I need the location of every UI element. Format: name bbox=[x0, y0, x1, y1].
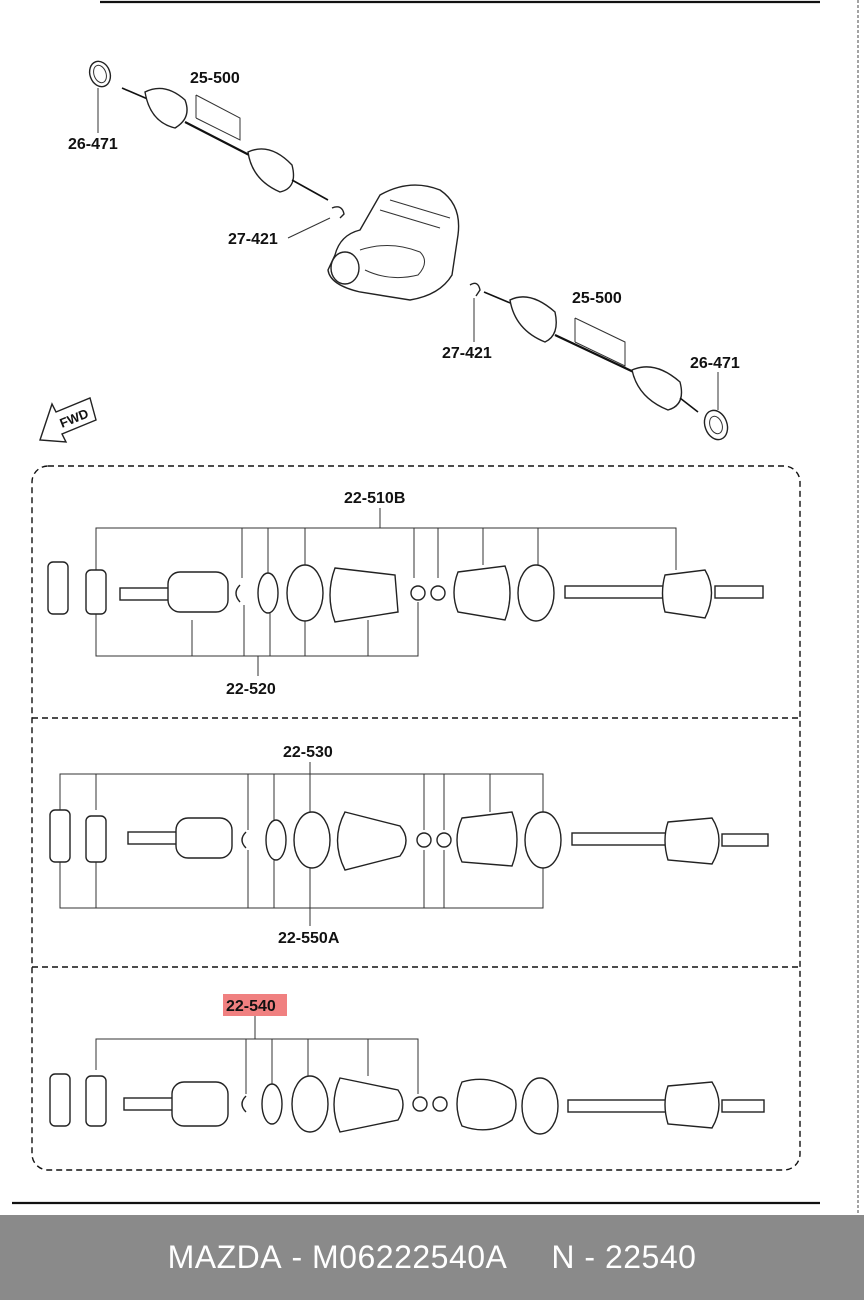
footer-separator-1: - bbox=[291, 1239, 303, 1275]
leader-27-421-left bbox=[287, 217, 331, 239]
fwd-arrow: FWD bbox=[39, 397, 97, 443]
label-27-421-left: 27-421 bbox=[228, 231, 278, 248]
label-22-520: 22-520 bbox=[226, 681, 276, 698]
lower-right-driveshaft bbox=[483, 291, 729, 441]
clip-left bbox=[331, 206, 345, 219]
label-22-510b: 22-510B bbox=[344, 490, 405, 507]
label-26-471-left: 26-471 bbox=[68, 136, 118, 153]
label-27-421-right: 27-421 bbox=[442, 345, 492, 362]
section-22-540: 22-540 bbox=[49, 994, 765, 1135]
label-25-500-upper: 25-500 bbox=[190, 70, 240, 87]
parts-diagram: 25-500 26-471 27-421 27-421 25-500 26-47… bbox=[12, 0, 859, 1215]
footer-separator-2: - bbox=[584, 1239, 596, 1275]
footer-brand: MAZDA bbox=[167, 1239, 283, 1275]
section-22-530: 22-530 22-550A bbox=[49, 744, 769, 947]
label-26-471-right: 26-471 bbox=[690, 355, 740, 372]
footer-part-number: M06222540A bbox=[312, 1239, 508, 1275]
differential-housing bbox=[327, 184, 460, 301]
kit-box bbox=[31, 465, 801, 1171]
footer-code-prefix: N bbox=[551, 1239, 575, 1275]
label-22-550a: 22-550A bbox=[278, 930, 340, 947]
footer-bar: MAZDA - M06222540A N - 22540 bbox=[0, 1215, 864, 1300]
footer-code: 22540 bbox=[604, 1239, 697, 1275]
section-22-510b: 22-510B 22-520 bbox=[47, 490, 764, 698]
clip-right bbox=[469, 282, 481, 297]
label-22-530: 22-530 bbox=[283, 744, 333, 761]
upper-left-driveshaft bbox=[88, 60, 329, 201]
highlight-box bbox=[223, 994, 287, 1016]
label-25-500-right: 25-500 bbox=[572, 290, 622, 307]
label-22-540: 22-540 bbox=[226, 998, 276, 1015]
